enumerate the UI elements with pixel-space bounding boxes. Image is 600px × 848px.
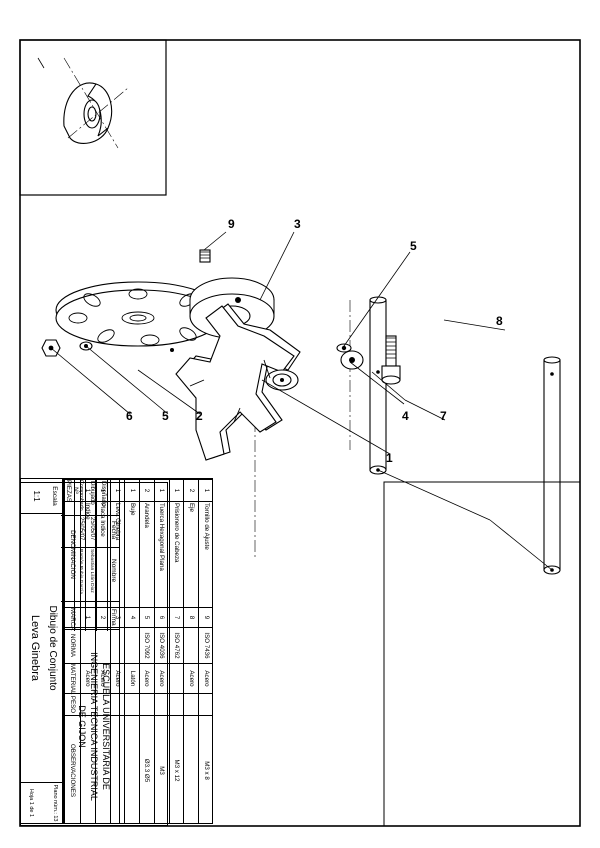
leader-lines <box>50 231 553 571</box>
drawing-type: Dibujo de Conjunto <box>47 605 58 691</box>
parts-cell-name: Prisionero de Cabeza <box>169 501 184 608</box>
col-firma: Firma <box>110 609 117 626</box>
escala-label: Escala <box>51 486 58 506</box>
school-line3: DE GIJON <box>77 705 87 748</box>
parts-cell-name: Tuerca Hexagonal Plana <box>154 501 170 608</box>
dibujado-fecha: 25/05/07 <box>89 517 95 541</box>
parts-cell-material: Acero <box>139 663 155 694</box>
parts-cell-notes: Ø3.3 Ø5 <box>139 715 155 823</box>
parts-cell-weight <box>183 693 199 716</box>
parts-cell-qty: 2 <box>183 479 199 502</box>
comprobado-fecha: 25/05/07 <box>78 517 84 541</box>
parts-cell-notes: M3 x 12 <box>169 715 184 823</box>
parts-cell-mark: 7 <box>169 607 184 628</box>
balloon-3: 3 <box>294 217 301 231</box>
balloon-5-lower: 5 <box>162 409 169 423</box>
parts-cell-notes: M3 x 8 <box>198 715 212 823</box>
parts-cell-notes: M3 <box>154 715 170 823</box>
parts-cell-name: Tornillo de Ajuste <box>198 501 212 608</box>
parts-cell-norm: ISO 7436 <box>198 627 212 664</box>
escala-value: 1:1 <box>32 490 41 502</box>
parts-cell-qty: 1 <box>154 479 170 502</box>
parts-cell-weight <box>124 693 140 716</box>
balloon-8: 8 <box>496 314 503 328</box>
parts-cell-norm: ISO 4762 <box>169 627 184 664</box>
parts-cell-weight <box>154 693 170 716</box>
balloon-4: 4 <box>402 409 409 423</box>
iso-view <box>19 39 167 196</box>
parts-cell-norm: ISO 7092 <box>139 627 155 664</box>
parts-cell-weight <box>139 693 155 716</box>
part-adjust-screw <box>199 249 211 263</box>
school-line2: INGENIERIA TECNICA INDUSTRIAL <box>89 652 99 801</box>
parts-cell-qty: 1 <box>198 479 212 502</box>
parts-cell-mark: 6 <box>154 607 170 628</box>
parts-cell-material: Acero <box>154 663 170 694</box>
parts-cell-mark: 4 <box>124 607 140 628</box>
parts-cell-material: Latón <box>124 663 140 694</box>
balloon-5-upper: 5 <box>410 239 417 253</box>
part-index-plate <box>55 281 221 352</box>
parts-list-block <box>430 478 548 826</box>
parts-cell-mark: 5 <box>139 607 155 628</box>
plano-label: Plano núm.: 13 <box>52 784 58 822</box>
parts-cell-qty: 1 <box>124 479 140 502</box>
row-comprobado: Comprobado <box>78 480 84 511</box>
row-disenado: Diseñado <box>100 481 106 507</box>
parts-cell-mark: 9 <box>198 607 212 628</box>
title-block: Fecha Nombre Firma Diseñado Dibujado Com… <box>20 478 120 824</box>
parts-cell-weight <box>169 693 184 716</box>
col-nombre: Nombre <box>110 559 117 583</box>
parts-cell-name: Arandela <box>139 501 155 608</box>
parts-cell-material: Acero <box>183 663 199 694</box>
parts-list <box>383 481 581 827</box>
parts-cell-material <box>169 663 184 694</box>
parts-cell-notes <box>124 715 140 823</box>
sheet-frame <box>19 39 581 827</box>
parts-cell-norm <box>183 627 199 664</box>
balloon-2: 2 <box>196 409 203 423</box>
assembly-view: 8 7 4 1 2 5 6 9 3 5 <box>41 217 561 575</box>
part-shafts <box>369 296 561 575</box>
comprobado-nombre: Ramón Rubio García <box>78 549 83 595</box>
parts-cell-qty: 2 <box>139 479 155 502</box>
part-screw <box>381 335 401 385</box>
parts-cell-mark: 8 <box>183 607 199 628</box>
part-bushing <box>340 350 364 370</box>
parts-cell-material: Acero <box>198 663 212 694</box>
dibujado-nombre: Sebastian Lilán Diaz <box>89 549 94 593</box>
school-line1: ESCUELA UNIVERSITARIA DE <box>101 663 111 790</box>
parts-cell-name: Buje <box>124 501 140 608</box>
part-geneva-wheel <box>175 303 301 461</box>
parts-cell-name: Eje <box>183 501 199 608</box>
balloon-9: 9 <box>228 217 235 231</box>
parts-cell-qty: 1 <box>169 479 184 502</box>
parts-cell-norm <box>124 627 140 664</box>
drawing-title: Leva Ginebra <box>29 614 41 682</box>
balloon-7: 7 <box>440 409 447 423</box>
balloon-6: 6 <box>126 409 133 423</box>
parts-cell-notes <box>183 715 199 823</box>
hoja-label: Hoja 1 de 1 <box>28 788 34 818</box>
title-block-wrap <box>20 478 63 824</box>
parts-cell-weight <box>198 693 212 716</box>
balloon-1: 1 <box>386 451 393 465</box>
row-dibujado: Dibujado <box>89 481 95 505</box>
parts-cell-norm: ISO 4036 <box>154 627 170 664</box>
col-fecha: Fecha <box>110 521 117 540</box>
